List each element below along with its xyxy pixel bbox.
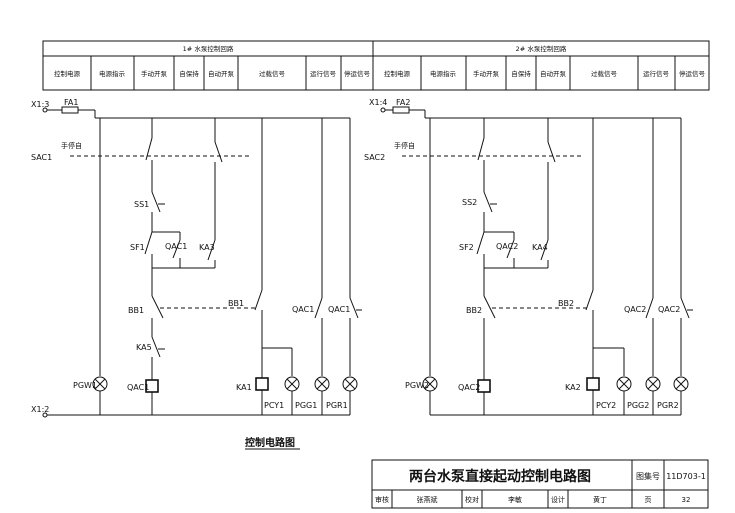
label-pgw2: PGW2 [405,381,429,390]
col-self-hold: 自保持 [179,69,199,78]
circuit-1 [42,106,362,418]
label-pgr2: PGR2 [657,401,679,410]
label-sf1: SF1 [130,243,145,252]
label-ka2: KA2 [565,383,581,392]
atlas-label: 图集号 [636,471,660,481]
design-name: 黄丁 [593,495,607,504]
col-control-power: 控制电源 [54,69,81,78]
group1-columns: 控制电源 电源指示 手动开泵 自保持 自动开泵 过载信号 运行信号 停运信号 [54,69,371,78]
label-ka4: KA4 [532,243,548,252]
col-overload: 过载信号 [259,69,286,78]
circuit-2 [380,106,693,416]
fuse-fa1 [61,106,79,114]
header-table [42,40,710,91]
label-pcy2: PCY2 [596,401,616,410]
label-qac1-stop: QAC1 [328,305,350,314]
group2-columns: 控制电源 电源指示 手动开泵 自保持 自动开泵 过载信号 运行信号 停运信号 [384,69,706,78]
label-manual-auto-1: 手停自 [61,141,82,150]
col-auto-start: 自动开泵 [540,69,567,78]
label-pcy1: PCY1 [264,401,284,410]
check-label: 校对 [465,495,479,504]
col-auto-start: 自动开泵 [208,69,235,78]
diagram-caption: 控制电路图 [245,436,295,449]
label-ka3: KA3 [199,243,215,252]
fuse-fa2 [392,106,410,114]
col-overload: 过载信号 [591,69,618,78]
label-pgw1: PGW1 [73,381,97,390]
relay-ka2 [586,377,600,391]
design-label: 设计 [551,495,565,504]
col-running: 运行信号 [643,69,670,78]
label-qac2-contact: QAC2 [496,242,518,251]
review-label: 审核 [375,495,389,504]
drawing-title: 两台水泵直接起动控制电路图 [409,468,591,485]
label-pgr1: PGR1 [326,401,348,410]
label-sac2: SAC2 [364,153,385,162]
label-ss1: SS1 [134,200,149,209]
title-block [371,459,709,509]
label-ka5: KA5 [136,343,152,352]
relay-ka1 [255,377,269,391]
page-number: 32 [682,496,691,504]
col-stopped: 停运信号 [344,69,371,78]
col-control-power: 控制电源 [384,69,411,78]
page-label: 页 [645,496,652,504]
label-fa2: FA2 [396,98,410,107]
group2-title: 2# 水泵控制回路 [516,44,567,53]
label-sac1: SAC1 [31,153,52,162]
label-sf2: SF2 [459,243,474,252]
col-manual-start: 手动开泵 [473,69,500,78]
check-name: 李敏 [508,495,522,504]
label-bb1-nc: BB1 [128,306,144,315]
label-qac2-run: QAC2 [624,305,646,314]
label-qac1-coil: QAC1 [127,383,149,392]
label-qac1-run: QAC1 [292,305,314,314]
label-bb2-nc: BB2 [466,306,482,315]
label-ss2: SS2 [462,198,477,207]
label-qac1-contact: QAC1 [165,242,187,251]
col-power-indicator: 电源指示 [99,69,126,78]
terminal-x1-3: X1:3 [31,100,49,109]
atlas-number: 11D703-1 [666,472,706,481]
col-manual-start: 手动开泵 [141,69,168,78]
col-running: 运行信号 [310,69,337,78]
label-bb2-no: BB2 [558,299,574,308]
label-pgg1: PGG1 [295,401,317,410]
col-self-hold: 自保持 [511,69,531,78]
label-fa1: FA1 [64,98,78,107]
label-bb1-no: BB1 [228,299,244,308]
group1-title: 1# 水泵控制回路 [183,44,234,53]
label-pgg2: PGG2 [627,401,649,410]
label-qac2-coil: QAC2 [458,383,480,392]
terminal-x1-4: X1:4 [369,98,387,107]
terminal-x1-2: X1:2 [31,405,49,414]
label-manual-auto-2: 手停自 [394,141,415,150]
label-qac2-stop: QAC2 [658,305,680,314]
col-power-indicator: 电源指示 [430,69,457,78]
label-ka1: KA1 [236,383,252,392]
col-stopped: 停运信号 [679,69,706,78]
review-name: 张燕斌 [417,495,438,504]
